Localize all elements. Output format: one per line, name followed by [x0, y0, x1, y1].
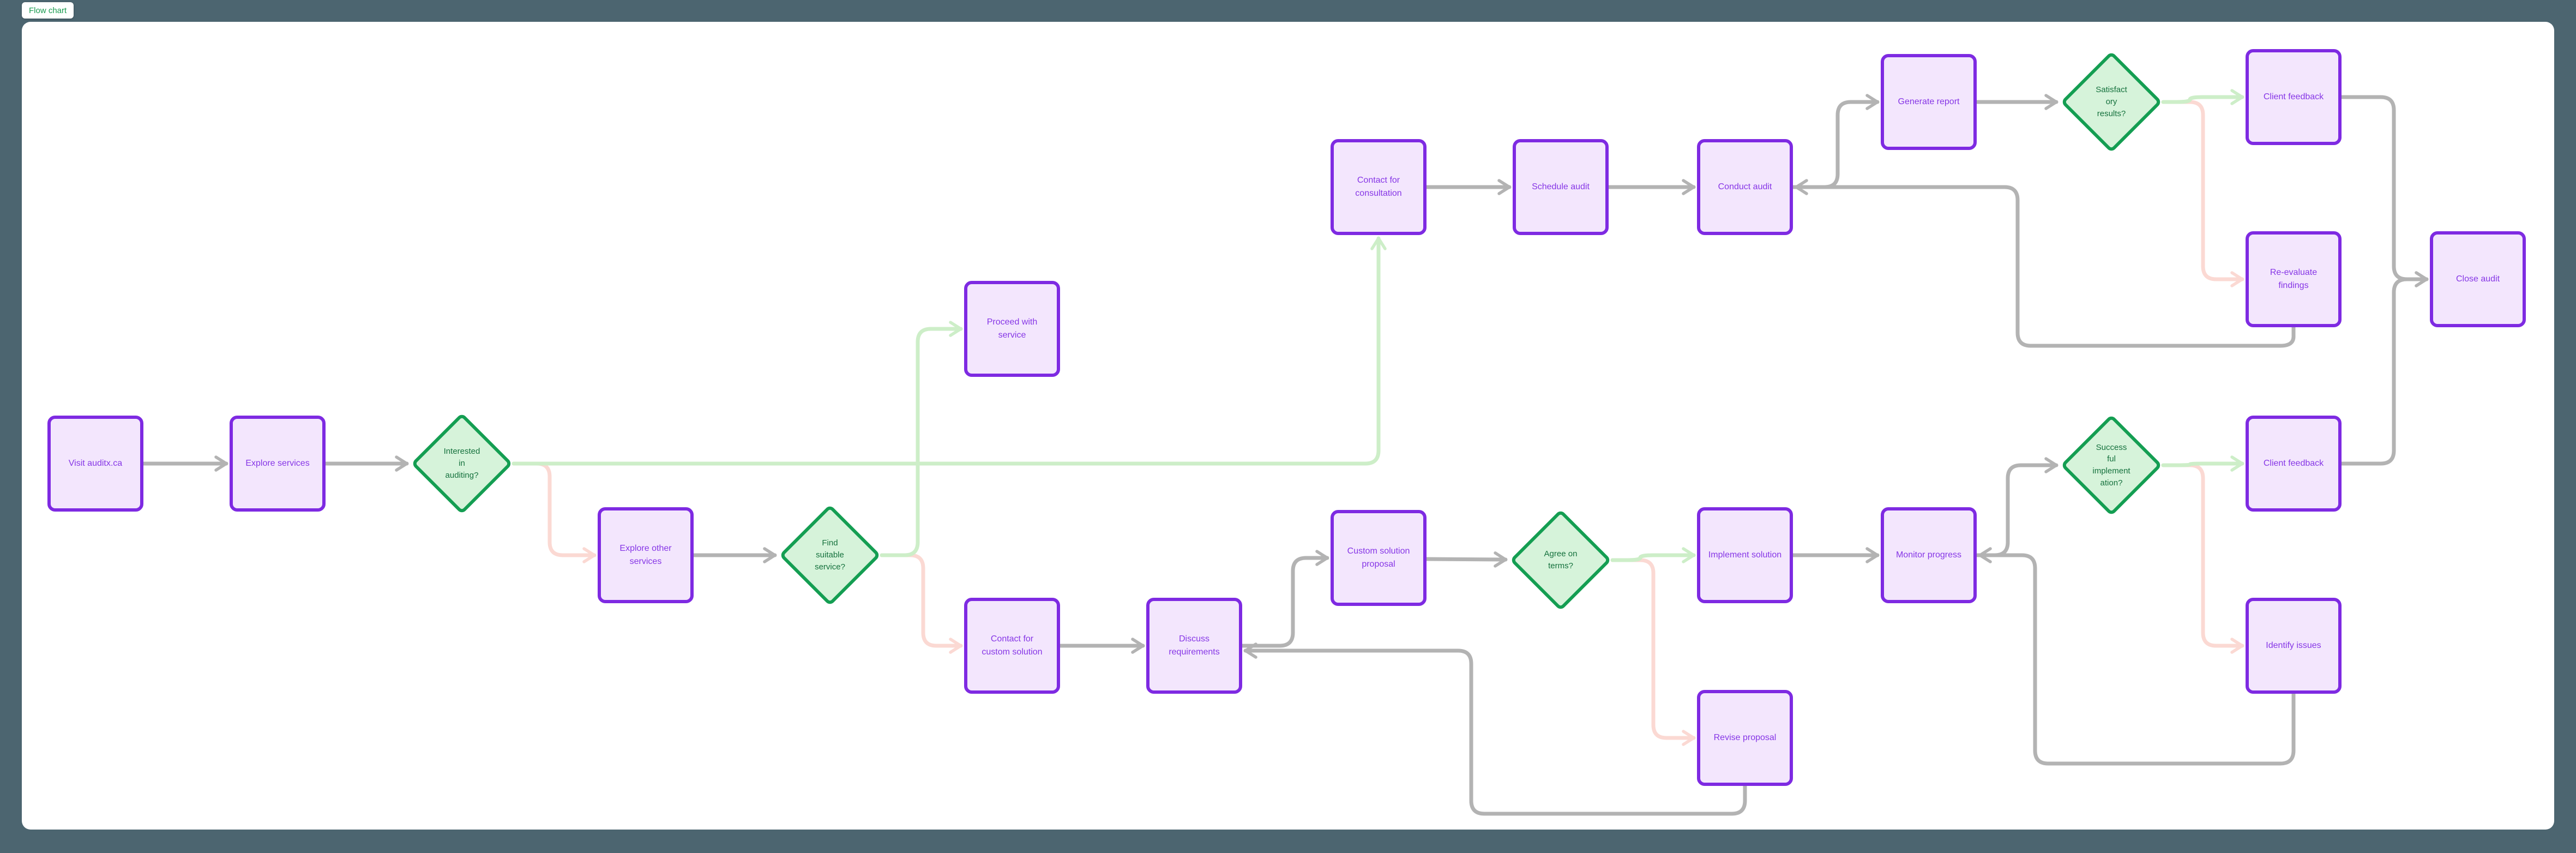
node-label: Re-evaluate findings [2270, 268, 2318, 290]
edge-successful-implementation-to-client-feedback-bottom [2161, 455, 2244, 472]
node-label: Client feedback [2263, 92, 2324, 101]
flow-node-identify-issues[interactable]: Identify issues [2246, 598, 2342, 694]
node-label: Find suitable service? [815, 538, 845, 572]
flow-node-contact-for-custom-solution[interactable]: Contact for custom solution [964, 598, 1060, 694]
node-label: Contact for custom solution [982, 634, 1043, 657]
flow-node-agree-on-terms[interactable]: Agree on terms? [1509, 508, 1612, 612]
flow-node-client-feedback-bottom[interactable]: Client feedback [2246, 416, 2342, 512]
flow-node-explore-services[interactable]: Explore services [230, 416, 326, 512]
flow-node-monitor-progress[interactable]: Monitor progress [1881, 507, 1977, 603]
edge-find-suitable-service-to-contact-for-custom-solution [880, 553, 963, 654]
edge-agree-on-terms-to-implement-solution [1610, 547, 1696, 563]
flow-node-custom-solution-proposal[interactable]: Custom solution proposal [1331, 510, 1427, 606]
flow-node-visit-auditx-ca[interactable]: Visit auditx.ca [47, 416, 143, 512]
flow-chart-badge-label: Flow chart [29, 5, 67, 15]
edge-custom-solution-proposal-to-agree-on-terms [1424, 551, 1508, 568]
edge-client-feedback-bottom-to-close-audit [2339, 271, 2429, 466]
edge-revise-proposal-to-discuss-requirements [1243, 642, 1747, 816]
node-label: Custom solution proposal [1347, 546, 1410, 569]
edge-agree-on-terms-to-revise-proposal [1610, 558, 1696, 746]
node-label: Visit auditx.ca [68, 459, 123, 468]
flow-node-successful-implementation[interactable]: Success ful implement ation? [2060, 413, 2163, 517]
edge-discuss-requirements-to-custom-solution-proposal [1240, 550, 1329, 648]
flow-node-proceed-with-service[interactable]: Proceed with service [964, 281, 1060, 377]
flow-node-client-feedback-top[interactable]: Client feedback [2246, 49, 2342, 145]
node-label: Interested in auditing? [443, 447, 480, 480]
edge-identify-issues-to-monitor-progress [1978, 547, 2296, 766]
flow-chart-badge[interactable]: Flow chart [22, 2, 74, 19]
node-label: Contact for consultation [1355, 176, 1402, 198]
node-label: Client feedback [2263, 459, 2324, 468]
node-label: Agree on terms? [1544, 549, 1578, 570]
node-label: Proceed with service [986, 317, 1038, 340]
flowchart-canvas[interactable]: Visit auditx.ca Explore services Intereste… [22, 22, 2554, 830]
node-label: Implement solution [1708, 550, 1782, 560]
flow-node-close-audit[interactable]: Close audit [2430, 231, 2526, 327]
edge-satisfactory-results-to-client-feedback-top [2161, 89, 2244, 105]
node-label: Explore other services [619, 544, 672, 566]
flow-node-satisfactory-results[interactable]: Satisfact ory results? [2060, 50, 2163, 154]
flow-node-implement-solution[interactable]: Implement solution [1697, 507, 1793, 603]
flow-node-generate-report[interactable]: Generate report [1881, 54, 1977, 150]
flow-node-explore-other-services[interactable]: Explore other services [598, 507, 694, 603]
node-label: Discuss requirements [1169, 634, 1220, 657]
node-label: Identify issues [2266, 641, 2321, 650]
flow-node-schedule-audit[interactable]: Schedule audit [1513, 139, 1609, 235]
node-label: Generate report [1898, 97, 1960, 106]
flow-node-re-evaluate-findings[interactable]: Re-evaluate findings [2246, 231, 2342, 327]
node-label: Monitor progress [1895, 550, 1962, 560]
edge-re-evaluate-findings-to-conduct-audit [1794, 179, 2296, 348]
edge-client-feedback-top-to-close-audit [2339, 95, 2429, 287]
node-label: Close audit [2455, 274, 2500, 284]
flow-node-conduct-audit[interactable]: Conduct audit [1697, 139, 1793, 235]
flow-node-find-suitable-service[interactable]: Find suitable service? [778, 503, 882, 607]
edge-interested-in-auditing-to-explore-other-services [511, 461, 597, 563]
edge-conduct-audit-to-generate-report [1791, 94, 1880, 189]
flow-node-interested-in-auditing[interactable]: Interested in auditing? [410, 412, 514, 515]
node-label: Conduct audit [1718, 182, 1772, 191]
edge-monitor-progress-to-successful-implementation [1975, 457, 2059, 557]
edge-successful-implementation-to-identify-issues [2161, 463, 2244, 654]
flow-node-revise-proposal[interactable]: Revise proposal [1697, 690, 1793, 786]
node-label: Schedule audit [1532, 182, 1590, 191]
node-label: Revise proposal [1713, 733, 1777, 742]
node-label: Success ful implement ation? [2092, 442, 2130, 488]
node-label: Satisfact ory results? [2096, 85, 2127, 118]
node-label: Explore services [245, 459, 310, 468]
edge-interested-in-auditing-to-contact-for-consultation [511, 236, 1387, 466]
edge-find-suitable-service-to-proceed-with-service [880, 321, 963, 557]
edges-layer [141, 89, 2429, 816]
flow-node-discuss-requirements[interactable]: Discuss requirements [1146, 598, 1242, 694]
flow-node-contact-for-consultation[interactable]: Contact for consultation [1331, 139, 1427, 235]
edge-satisfactory-results-to-re-evaluate-findings [2161, 100, 2244, 287]
